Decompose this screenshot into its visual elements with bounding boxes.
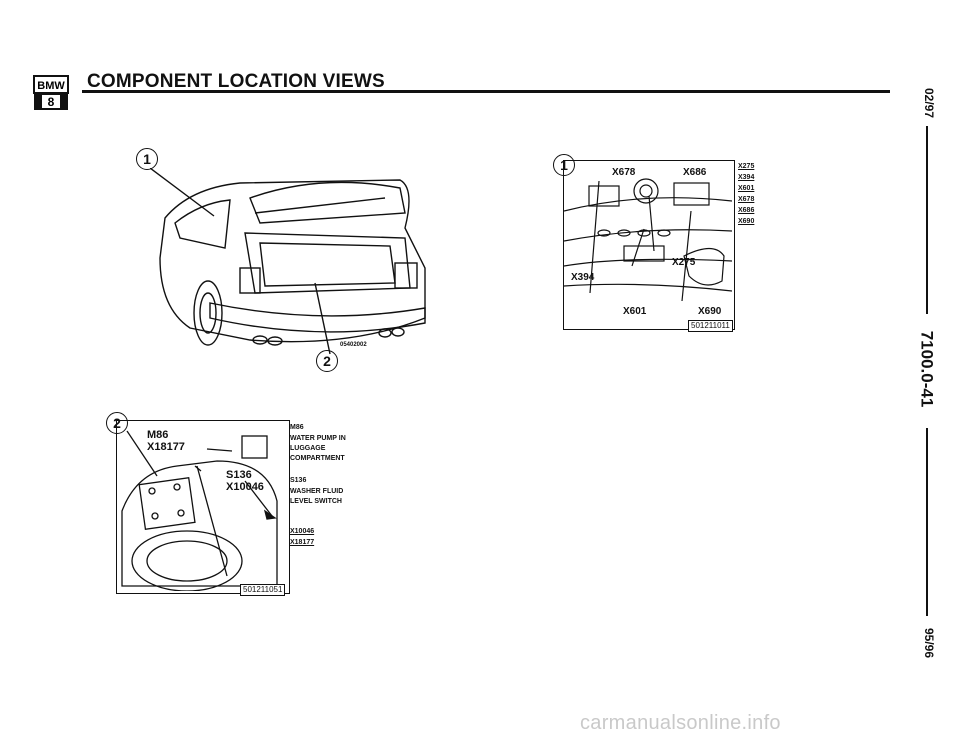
rear-legend-item: X686: [738, 207, 755, 214]
rear-label-x690: X690: [698, 306, 722, 317]
trunk-figure-frame: [116, 420, 290, 594]
legend-x10046: X10046: [290, 528, 315, 535]
car-rear-illustration: [150, 168, 426, 355]
bmw-8-logo: BMW 8: [33, 75, 69, 111]
rear-label-x686: X686: [683, 167, 707, 178]
legend-m86-desc: LUGGAGE: [290, 445, 326, 452]
trunk-label-x18177: X18177: [147, 441, 185, 453]
car-callout-2: 2: [316, 350, 338, 372]
rear-figure-frame: [563, 160, 735, 330]
rear-part-number: 501211011: [688, 320, 733, 332]
header-rule: [82, 90, 890, 93]
footer-watermark: carmanualsonline.info: [580, 712, 781, 734]
legend-x18177: X18177: [290, 539, 315, 546]
trunk-part-number: 501211051: [240, 584, 286, 596]
rear-legend-item: X601: [738, 185, 755, 192]
side-date-top: 02/97: [922, 87, 937, 119]
rear-legend-item: X275: [738, 163, 755, 170]
legend-m86-desc: COMPARTMENT: [290, 455, 345, 462]
side-line-2: [926, 428, 928, 616]
rear-label-x601: X601: [623, 306, 647, 317]
legend-m86-desc: WATER PUMP IN: [290, 435, 346, 442]
page-title: COMPONENT LOCATION VIEWS: [87, 71, 385, 92]
rear-compartment-illustration: [564, 178, 732, 302]
rear-legend-item: X690: [738, 218, 755, 225]
logo-bottom-text: 8: [48, 95, 55, 109]
trunk-label-x10046: X10046: [226, 481, 264, 493]
side-section-code: 7100.0-41: [917, 330, 937, 408]
rear-label-x394: X394: [571, 272, 595, 283]
side-line-1: [926, 126, 928, 314]
rear-label-x275: X275: [672, 257, 696, 268]
rear-legend-item: X678: [738, 196, 755, 203]
legend-m86-code: M86: [290, 424, 304, 431]
legend-s136-desc: LEVEL SWITCH: [290, 498, 342, 505]
car-image-number: 05402002: [340, 342, 367, 348]
trunk-label-s136: S136: [226, 469, 252, 481]
legend-s136-desc: WASHER FLUID: [290, 488, 344, 495]
rear-label-x678: X678: [612, 167, 636, 178]
logo-top-text: BMW: [37, 80, 65, 92]
legend-s136-code: S136: [290, 477, 307, 484]
car-callout-1: 1: [136, 148, 158, 170]
rear-legend-item: X394: [738, 174, 755, 181]
side-date-bottom: 95/96: [922, 627, 937, 659]
trunk-label-m86: M86: [147, 429, 169, 441]
trunk-detail-illustration: [121, 430, 278, 591]
